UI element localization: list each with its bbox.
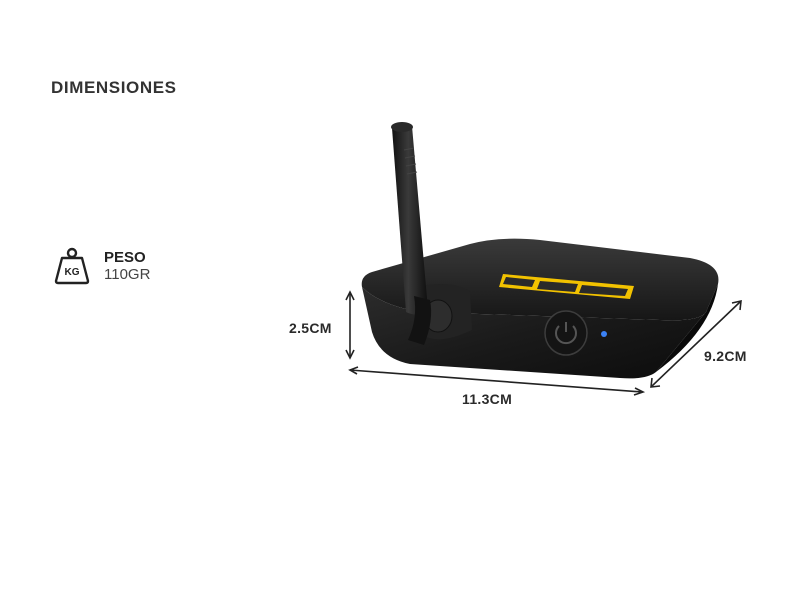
device-label (499, 274, 634, 299)
width-dimension-label: 11.3CM (462, 391, 513, 407)
depth-arrow (650, 299, 742, 388)
height-arrow (345, 290, 355, 360)
weight-info: KG PESO 110GR (52, 246, 150, 286)
power-icon (555, 325, 577, 345)
weight-kg-icon: KG (54, 247, 90, 285)
label-block (579, 285, 628, 296)
device-front (362, 287, 706, 379)
power-button (544, 310, 588, 356)
depth-dimension-label: 9.2CM (704, 348, 747, 364)
height-dimension-label: 2.5CM (289, 320, 332, 336)
weight-icon-text: KG (65, 267, 80, 278)
weight-value: 110GR (104, 266, 151, 283)
label-block (503, 277, 535, 287)
label-block (537, 281, 578, 292)
weight-text: PESO 110GR (104, 249, 150, 283)
status-led (601, 331, 607, 337)
section-title: DIMENSIONES (51, 78, 177, 97)
weight-label: PESO (104, 249, 146, 266)
antenna (391, 122, 432, 345)
width-arrow (348, 366, 646, 396)
